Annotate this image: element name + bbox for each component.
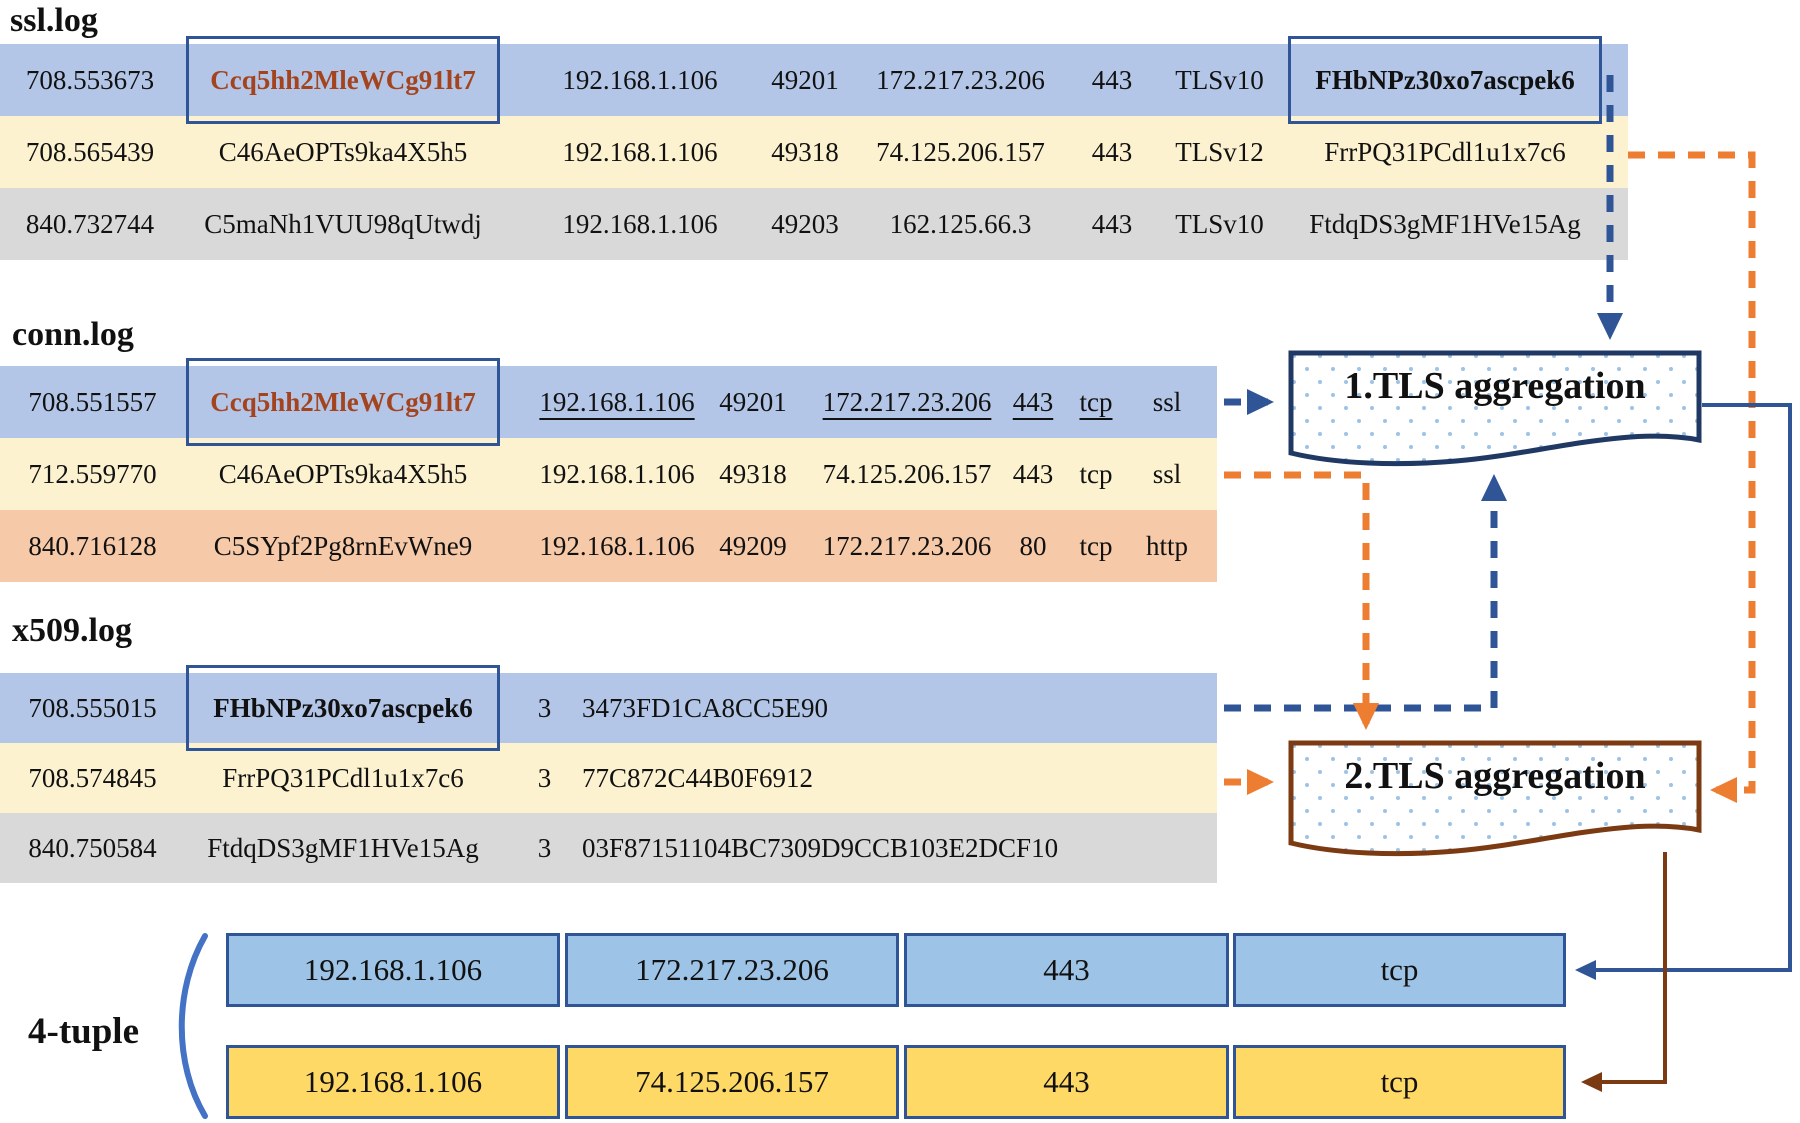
cell-serial: 03F87151104BC7309D9CCB103E2DCF10 [582,832,1059,863]
arrow-conn-to-step2 [1224,471,1379,730]
tuple-src-ip: 192.168.1.106 [226,1045,560,1119]
tls-aggregation-step2-box: 2.TLS aggregation [1288,740,1702,862]
cell-serial: 3473FD1CA8CC5E90 [582,692,829,723]
x509-log-title: x509.log [12,612,132,649]
cell-cert-fid: FtdqDS3gMF1HVe15Ag [1309,208,1581,239]
tuple-dst-port: 443 [904,933,1229,1007]
cell-cert-fid-highlight: FHbNPz30xo7ascpek6 [1288,36,1602,124]
cell-ts: 708.574845 [28,762,157,793]
cell-dst-port: 443 [1091,64,1133,95]
cell-uid: C46AeOPTs9ka4X5h5 [218,136,468,167]
cell-version: 3 [537,692,552,723]
cell-src-port: 49318 [719,458,787,489]
cell-dst-ip: 172.217.23.206 [822,530,992,561]
x509-row-3: 840.750584 FtdqDS3gMF1HVe15Ag 3 03F87151… [0,813,1217,883]
ssl-row-2: 708.565439 C46AeOPTs9ka4X5h5 192.168.1.1… [0,116,1628,188]
cell-uid: C46AeOPTs9ka4X5h5 [218,458,468,489]
cell-src-ip: 192.168.1.106 [562,208,718,239]
tuple-proto: tcp [1233,933,1566,1007]
tls-aggregation-step1-box: 1.TLS aggregation [1288,350,1702,472]
step2-label: 2.TLS aggregation [1344,755,1646,797]
tuple-dst-port: 443 [904,1045,1229,1119]
cell-src-port: 49201 [771,64,839,95]
cell-tls-version: TLSv12 [1175,136,1264,167]
cell-src-ip: 192.168.1.106 [539,386,695,417]
cell-src-port: 49209 [719,530,787,561]
cell-proto: tcp [1079,386,1113,417]
cell-dst-ip: 172.217.23.206 [876,64,1045,95]
cell-src-ip: 192.168.1.106 [562,136,718,167]
cell-ts: 840.750584 [28,832,157,863]
cell-dst-ip: 74.125.206.157 [876,136,1045,167]
cell-uid-highlight: Ccq5hh2MleWCg91lt7 [186,36,500,124]
tuple-proto: tcp [1233,1045,1566,1119]
cell-src-port: 49201 [719,386,787,417]
cell-fid-highlight: FHbNPz30xo7ascpek6 [186,665,500,751]
ssl-log-title: ssl.log [10,2,98,39]
tuple-src-ip: 192.168.1.106 [226,933,560,1007]
x509-row-1: 708.555015 FHbNPz30xo7ascpek6 3 3473FD1C… [0,665,1217,751]
conn-row-3: 840.716128 C5SYpf2Pg8rnEvWne9 192.168.1.… [0,510,1217,582]
ssl-row-3: 840.732744 C5maNh1VUU98qUtwdj 192.168.1.… [0,188,1628,260]
cell-fid: FrrPQ31PCdl1u1x7c6 [222,762,464,793]
cell-dst-port: 443 [1012,386,1054,417]
conn-row-1: 708.551557 Ccq5hh2MleWCg91lt7 192.168.1.… [0,358,1217,446]
conn-log-title: conn.log [12,316,134,353]
ssl-row-1: 708.553673 Ccq5hh2MleWCg91lt7 192.168.1.… [0,36,1628,124]
cell-ts: 840.716128 [28,530,157,561]
cell-src-ip: 192.168.1.106 [539,530,695,561]
cell-ts: 840.732744 [25,208,155,239]
cell-ts: 708.565439 [25,136,155,167]
cell-dst-port: 443 [1091,136,1133,167]
cell-dst-ip: 74.125.206.157 [822,458,992,489]
bracket-icon [178,933,208,1119]
arrow-ssl-to-step2 [1628,151,1756,803]
cell-tls-version: TLSv10 [1175,64,1264,95]
cell-proto: tcp [1079,530,1113,561]
x509-row-2: 708.574845 FrrPQ31PCdl1u1x7c6 3 77C872C4… [0,743,1217,813]
cell-ts: 708.551557 [28,386,157,417]
cell-service: http [1145,530,1188,561]
cell-dst-port: 443 [1012,458,1054,489]
cell-fid: FtdqDS3gMF1HVe15Ag [207,832,479,863]
four-tuple-label: 4-tuple [28,1011,139,1052]
cell-ts: 712.559770 [28,458,157,489]
cell-src-port: 49203 [771,208,839,239]
tuple-dst-ip: 172.217.23.206 [565,933,899,1007]
cell-service: ssl [1152,386,1182,417]
cell-uid-highlight: Ccq5hh2MleWCg91lt7 [186,358,500,446]
cell-src-port: 49318 [771,136,839,167]
step1-label: 1.TLS aggregation [1344,365,1646,407]
cell-ts: 708.555015 [28,692,157,723]
cell-dst-port: 443 [1091,208,1133,239]
tuple-dst-ip: 74.125.206.157 [565,1045,899,1119]
cell-serial: 77C872C44B0F6912 [582,762,814,793]
cell-cert-fid: FrrPQ31PCdl1u1x7c6 [1324,136,1566,167]
cell-uid: C5maNh1VUU98qUtwdj [204,208,482,239]
cell-dst-ip: 162.125.66.3 [889,208,1032,239]
cell-dst-port: 80 [1019,530,1047,561]
arrow-step2-to-tuple2 [1581,852,1667,1092]
cell-src-ip: 192.168.1.106 [539,458,695,489]
cell-src-ip: 192.168.1.106 [562,64,718,95]
arrow-x509-to-step1 [1224,474,1507,712]
arrow-step1-to-tuple1 [1575,403,1792,980]
cell-tls-version: TLSv10 [1175,208,1264,239]
cell-version: 3 [537,762,552,793]
cell-uid: C5SYpf2Pg8rnEvWne9 [213,530,473,561]
cell-dst-ip: 172.217.23.206 [822,386,992,417]
cell-proto: tcp [1079,458,1113,489]
cell-service: ssl [1152,458,1182,489]
conn-row-2: 712.559770 C46AeOPTs9ka4X5h5 192.168.1.1… [0,438,1217,510]
cell-ts: 708.553673 [25,64,155,95]
cell-version: 3 [537,832,552,863]
